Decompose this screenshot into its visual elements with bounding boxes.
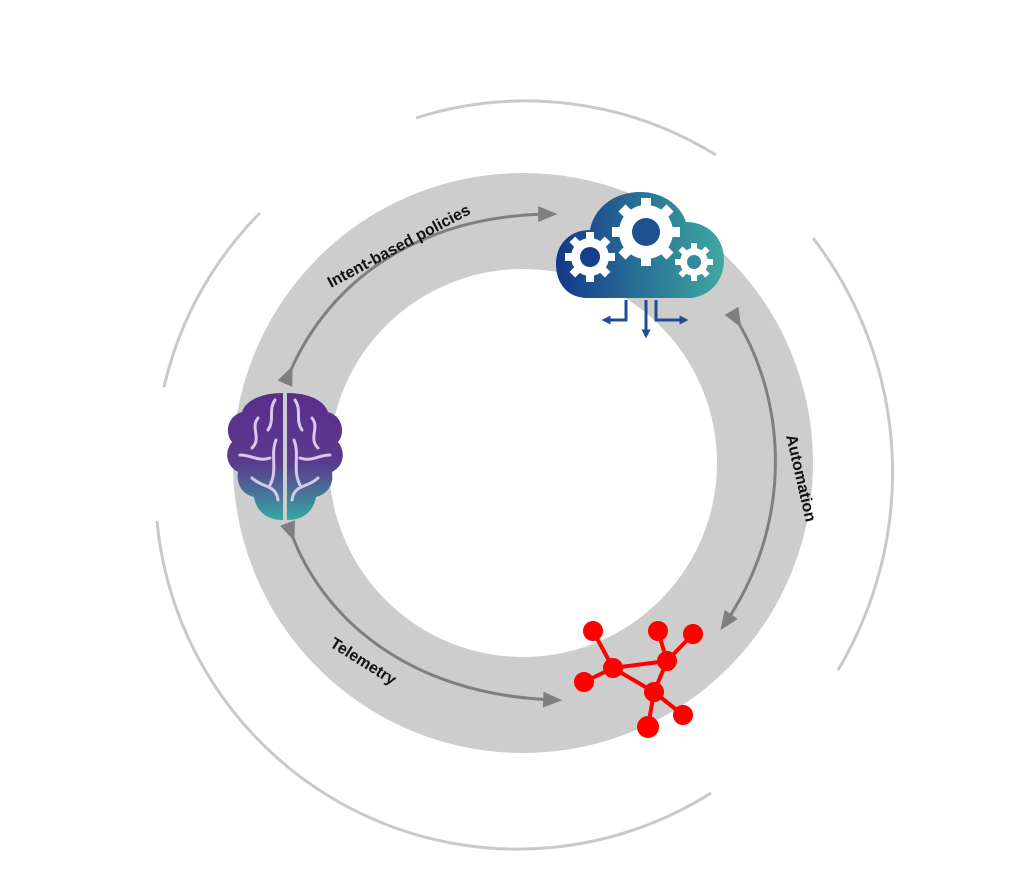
outer-arcs — [155, 99, 895, 851]
outer-arc-bottom — [155, 520, 712, 851]
network-nodes-icon — [574, 621, 703, 738]
automation-arrow — [720, 306, 777, 631]
brain-icon — [227, 393, 343, 520]
outer-arc-right — [811, 237, 895, 671]
outer-arc-left — [162, 211, 262, 388]
cloud-gears-icon — [556, 192, 724, 339]
cycle-arrows — [277, 206, 777, 708]
telemetry-arrow — [280, 520, 563, 708]
outer-arc-top — [415, 99, 717, 157]
intent-arrow — [277, 206, 558, 387]
